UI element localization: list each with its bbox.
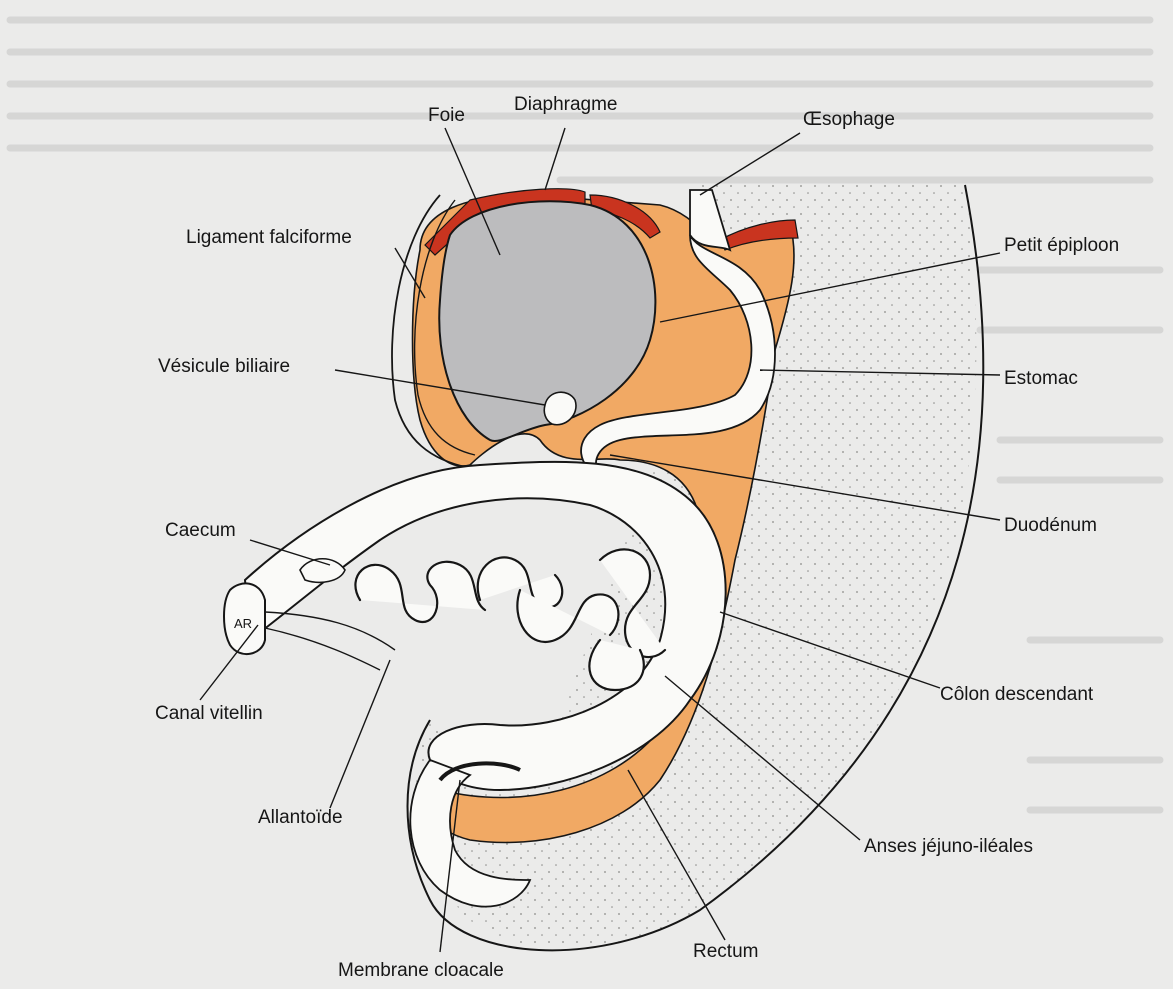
label-diaphragme: Diaphragme <box>514 94 618 115</box>
label-ligament-falciforme: Ligament falciforme <box>186 227 352 248</box>
vitelline-duct-line <box>265 628 380 670</box>
label-colon-descendant: Côlon descendant <box>940 684 1094 705</box>
label-petit-epiploon: Petit épiploon <box>1004 235 1119 256</box>
label-rectum: Rectum <box>693 941 758 962</box>
label-canal-vitellin: Canal vitellin <box>155 703 263 724</box>
label-duodenum: Duodénum <box>1004 515 1097 536</box>
label-membrane-cloacale: Membrane cloacale <box>338 960 504 981</box>
vitelline-stump-letters: AR <box>234 616 252 631</box>
label-estomac: Estomac <box>1004 368 1078 389</box>
label-allantoide: Allantoïde <box>258 807 343 828</box>
label-vesicule-biliaire: Vésicule biliaire <box>158 356 290 377</box>
jejuno-ileal-loops <box>355 549 665 690</box>
label-oesophage: Œsophage <box>803 109 895 130</box>
allantois-duct <box>265 612 395 650</box>
label-anses-jejuno-ileales: Anses jéjuno-iléales <box>864 836 1033 857</box>
label-caecum: Caecum <box>165 520 236 541</box>
label-foie: Foie <box>428 105 465 126</box>
